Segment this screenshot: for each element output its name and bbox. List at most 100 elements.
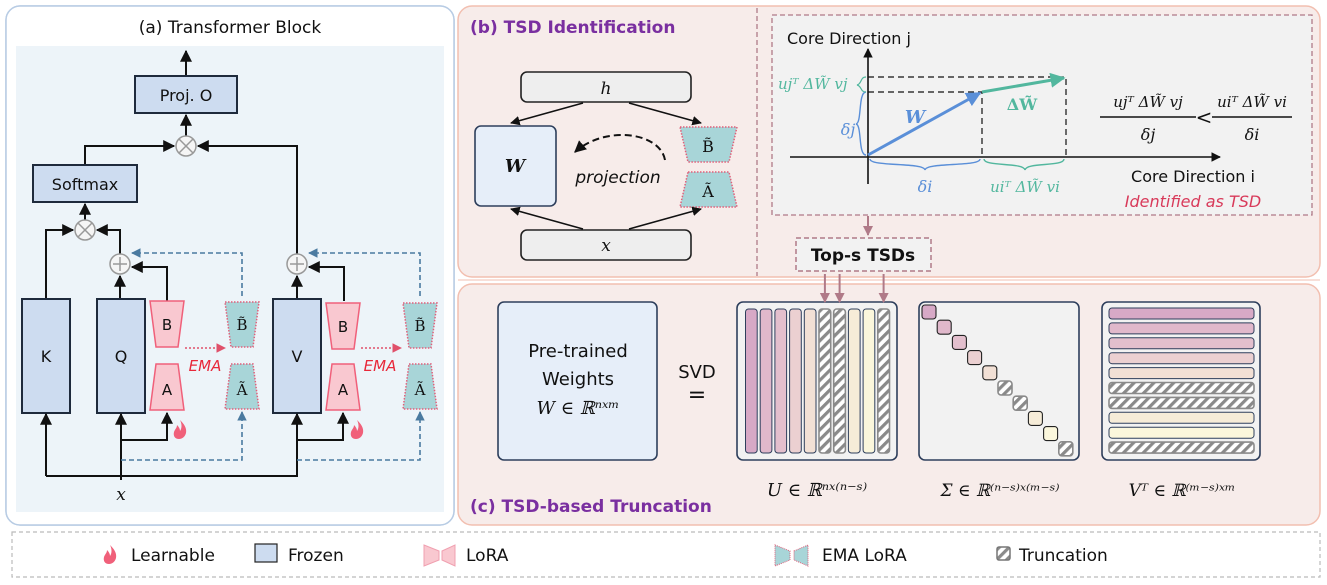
vt-row-truncated	[1108, 396, 1255, 410]
x-to-lora-a-q-line	[121, 411, 173, 441]
delta-i-label: δi	[918, 177, 933, 196]
delta-i-brace	[869, 158, 981, 171]
core-direction-plot-frame	[771, 14, 1313, 216]
x-box	[520, 229, 692, 261]
h-label: h	[601, 79, 612, 99]
core-direction-j-label: Core Direction j	[787, 29, 911, 48]
sigma-matrix-diagonal	[921, 304, 1074, 457]
softmax-label: Softmax	[52, 175, 118, 194]
sigma-label: Σ ∈ ℝ⁽ⁿ⁻ˢ⁾ˣ⁽ᵐ⁻ˢ⁾	[940, 481, 1060, 501]
sigma-cell	[921, 304, 937, 320]
w-label: W	[505, 156, 527, 177]
proj-o-block	[134, 75, 238, 114]
w-block	[474, 125, 557, 207]
multiply-node-qk	[74, 219, 96, 241]
legend-lora-label: LoRA	[466, 546, 509, 566]
u-label: U ∈ ℝⁿˣ⁽ⁿ⁻ˢ⁾	[767, 480, 867, 501]
h-box	[520, 71, 692, 103]
u-column-truncated	[818, 308, 832, 454]
identified-as-tsd-label: Identified as TSD	[1125, 192, 1261, 211]
inequality-lhs-numerator: ujᵀ ΔW̃ vj	[1113, 93, 1183, 111]
u-column	[803, 308, 817, 454]
proj-j-brace	[856, 76, 867, 93]
vt-row	[1108, 307, 1255, 320]
legend-frame	[11, 531, 1321, 578]
u-column	[789, 308, 802, 454]
input-x-label: x	[116, 485, 126, 505]
pretrained-weights-block	[497, 301, 658, 461]
v-label: V	[292, 347, 303, 366]
vt-label: Vᵀ ∈ ℝ⁽ᵐ⁻ˢ⁾ˣᵐ	[1129, 481, 1236, 501]
vt-row	[1108, 337, 1255, 350]
h-to-w-arrow	[510, 102, 584, 126]
lora-a-q-label: A	[162, 381, 173, 399]
legend: Learnable Frozen LoRA EMA LoRA Truncatio…	[11, 531, 1321, 578]
q-label: Q	[115, 347, 128, 366]
u-column-truncated	[876, 308, 891, 454]
k-label: K	[41, 347, 52, 366]
inequality-lhs-denominator: δj	[1141, 125, 1156, 144]
panel-tsd-truncation: Pre-trained Weights W ∈ ℝⁿˣᵐ SVD = U ∈ ℝ…	[457, 274, 1321, 526]
lora-b-to-add-line-q	[130, 261, 168, 301]
top-s-arrows	[819, 274, 889, 303]
x-to-ema-a-v-line	[297, 411, 425, 461]
ema-a-label: Ã	[701, 181, 714, 201]
add-node-v	[286, 253, 308, 275]
lora-a-v	[325, 363, 361, 411]
panel-a-background	[16, 46, 444, 512]
proj-i-label: uiᵀ ΔW̃ vi	[990, 178, 1060, 196]
ema-b-label: B̃	[702, 137, 714, 156]
inequality-operator: <	[1196, 105, 1213, 129]
legend-truncation-label: Truncation	[1018, 546, 1108, 566]
equals-sign: =	[688, 383, 706, 408]
w-vector-label: W	[905, 107, 927, 128]
panel-tsd-identification: (b) TSD Identification h x W B̃ Ã projec…	[457, 5, 1321, 278]
vt-row	[1108, 352, 1255, 365]
vt-row-truncated	[1108, 441, 1255, 454]
ema-label-v: EMA	[364, 357, 397, 375]
sigma-cell	[982, 365, 998, 381]
ema-a-q	[224, 363, 260, 410]
q-add-to-mult-line	[95, 224, 121, 256]
q-block	[96, 298, 146, 414]
pretrained-math: W ∈ ℝⁿˣᵐ	[537, 398, 620, 419]
legend-frozen-label: Frozen	[288, 546, 344, 566]
projection-label: projection	[574, 168, 660, 188]
ema-a-v	[402, 363, 438, 410]
ema-b-q-label: B̃	[236, 316, 247, 334]
lora-b-q	[149, 300, 185, 348]
ema-a-block	[679, 171, 738, 208]
proj-j-label: ujᵀ ΔW̃ vj	[778, 75, 848, 93]
lora-b-q-label: B	[162, 316, 172, 334]
legend-ema-lora-icon	[774, 544, 809, 567]
sigma-cell-truncated	[1012, 395, 1029, 412]
x-to-v-line	[46, 412, 303, 477]
vt-matrix-rows	[1108, 307, 1255, 454]
x-to-w-arrow	[510, 206, 584, 230]
delta-w-guide-lines	[868, 76, 1067, 157]
u-column	[745, 308, 758, 454]
sigma-cell	[1043, 426, 1059, 442]
ema-label-q: EMA	[189, 357, 222, 375]
lora-a-q	[149, 363, 185, 411]
core-direction-i-label: Core Direction i	[1131, 167, 1255, 186]
sigma-cell-truncated	[1058, 440, 1074, 457]
u-matrix-columns	[745, 308, 891, 454]
k-block	[21, 298, 71, 414]
u-column	[759, 308, 773, 454]
vt-row	[1108, 322, 1255, 335]
u-column	[847, 308, 861, 454]
panel-transformer-block: (a) Transformer Block Proj. O Softmax	[5, 5, 455, 526]
softmax-block	[32, 164, 138, 203]
delta-w-vector-label: ΔW̃	[1007, 95, 1038, 114]
panel-a-title: (a) Transformer Block	[139, 18, 322, 38]
u-column	[774, 308, 788, 454]
legend-ema-lora-label: EMA LoRA	[822, 546, 907, 566]
h-to-ema-arrow	[628, 102, 702, 126]
ema-b-v	[402, 302, 438, 349]
legend-frozen-icon	[254, 543, 278, 563]
ema-b-v-label: B̃	[414, 317, 425, 335]
delta-j-brace	[855, 91, 867, 156]
ema-b-q	[224, 301, 260, 348]
panel-c-title: (c) TSD-based Truncation	[470, 497, 712, 517]
